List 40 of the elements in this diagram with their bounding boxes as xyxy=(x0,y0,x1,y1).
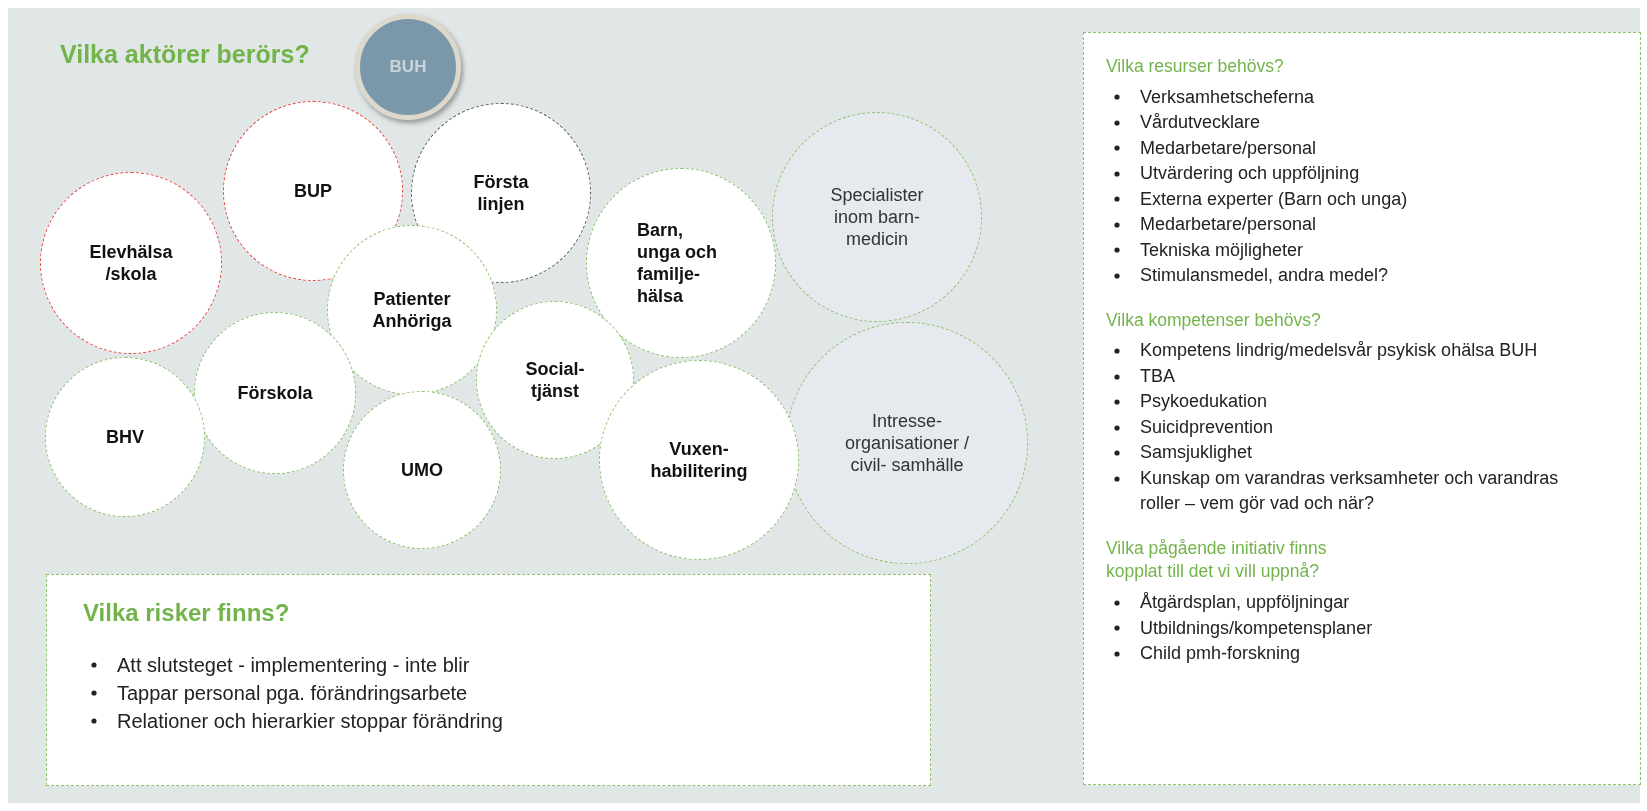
bullet-text: Stimulansmedel, andra medel? xyxy=(1140,265,1389,286)
title: Vilka aktörer berörs? xyxy=(60,40,310,69)
circle-label: BUP xyxy=(293,180,333,202)
circle-label: Patienter Anhöriga xyxy=(371,288,453,332)
circle-label: Elevhälsa /skola xyxy=(88,241,174,285)
bullet-text: Medarbetare/personal xyxy=(1140,214,1317,235)
bullet-text: Verksamhetscheferna xyxy=(1140,86,1315,107)
bullet-text: Externa experter (Barn och unga) xyxy=(1140,188,1408,209)
bullet-text: Relationer och hierarkier stoppar förändring xyxy=(117,710,503,733)
bullet-text: Vårdutvecklare xyxy=(1140,112,1261,133)
bullet-text: Medarbetare/personal xyxy=(1140,137,1317,158)
text-panel xyxy=(46,574,931,786)
circle-label: UMO xyxy=(400,459,444,481)
circle-label: Barn, unga och familje- hälsa xyxy=(637,219,718,307)
bullet-text: Tappar personal pga. förändringsarbete xyxy=(117,682,468,705)
bullet-text: Kunskap om varandras verksamheter och varandras roller – vem gör vad och när? xyxy=(1140,467,1559,514)
bullet-text: Kompetens lindrig/medelsvår psykisk ohälsa BUH xyxy=(1140,340,1538,361)
circle-label: Specialister inom barn- medicin xyxy=(829,184,925,250)
bullet-text: Åtgärdsplan, uppföljningar xyxy=(1140,592,1350,612)
section-heading: Vilka pågående initiativ finns kopplat till det vi vill uppnå? xyxy=(1106,536,1328,584)
bullet-text: TBA xyxy=(1140,365,1175,386)
text-panel xyxy=(1083,32,1641,785)
bullet-text: Suicidprevention xyxy=(1140,416,1274,437)
section-heading: Vilka resurser behövs? xyxy=(1106,55,1285,78)
circle-label: BUH xyxy=(389,56,427,78)
circle-label: Intresse- organisationer / civil- samhälle xyxy=(844,410,970,476)
circle-label: Vuxen- habilitering xyxy=(649,438,749,482)
bullet-text: Utbildnings/kompetensplaner xyxy=(1140,617,1373,638)
bullet-text: Att slutsteget - implementering - inte blir xyxy=(117,654,470,677)
bullet-text: Psykoedukation xyxy=(1140,391,1268,412)
circle-label: Social- tjänst xyxy=(524,358,586,402)
section-heading: Vilka risker finns? xyxy=(83,598,291,628)
bullet-text: Child pmh-forskning xyxy=(1140,643,1301,663)
section-heading: Vilka kompetenser behövs? xyxy=(1106,308,1322,332)
bullet-text: Utvärdering och uppföljning xyxy=(1140,163,1360,184)
bullet-text: Tekniska möjligheter xyxy=(1140,239,1304,260)
circle-label: BHV xyxy=(105,426,145,448)
circle-label: Förskola xyxy=(236,382,314,404)
bullet-text: Samsjuklighet xyxy=(1140,442,1253,463)
circle-label: Första linjen xyxy=(472,171,530,215)
